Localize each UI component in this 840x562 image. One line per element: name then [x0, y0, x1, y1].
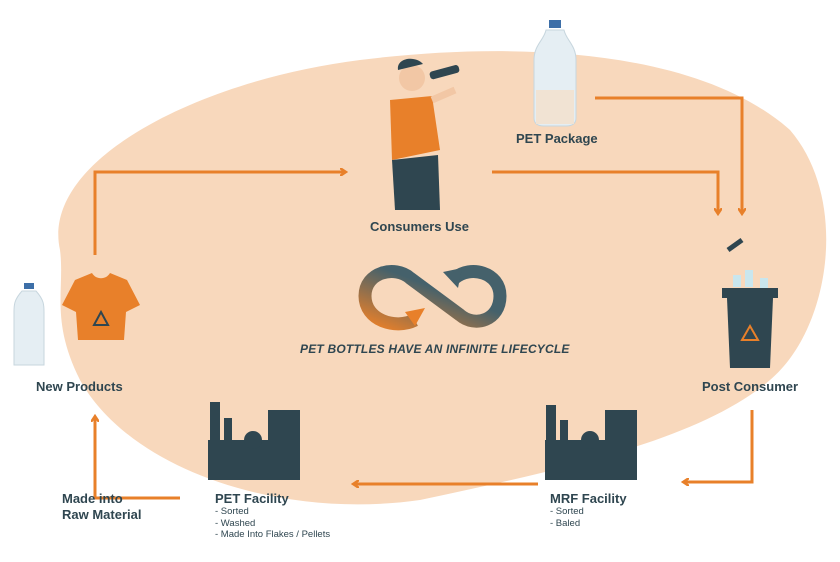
pet-step: - Sorted [215, 506, 249, 517]
raw-material-label: Made into Raw Material [62, 491, 141, 523]
arrow-post-to-mrf [684, 410, 754, 482]
mrf-facility-label: MRF Facility [550, 491, 627, 506]
infinity-icon [358, 265, 507, 331]
pet-package-label: PET Package [516, 131, 598, 146]
mrf-factory-illustration [545, 405, 637, 480]
person-drinking-illustration [390, 58, 460, 210]
pet-step: - Washed [215, 517, 256, 529]
raw-material-line1: Made into [62, 491, 123, 506]
arrow-new-to-consumers [93, 172, 345, 255]
arrow-pet-to-raw [95, 417, 180, 500]
new-products-label: New Products [36, 379, 123, 394]
arrow-package-to-post [595, 96, 742, 213]
pet-facility-label: PET Facility [215, 491, 289, 506]
small-bottle-illustration [13, 283, 45, 366]
consumers-use-label: Consumers Use [370, 219, 469, 234]
pet-step: - Made Into Flakes / Pellets [215, 529, 331, 540]
post-consumer-label: Post Consumer [702, 379, 799, 394]
raw-material-line2: Raw Material [62, 507, 142, 522]
pet-bottle-illustration [533, 20, 577, 127]
mrf-step: - Baled [550, 517, 581, 529]
lifecycle-title: PET BOTTLES HAVE AN INFINITE LIFECYCLE [300, 342, 570, 356]
recycling-bin-illustration [722, 237, 778, 368]
infinity-arrow-orange [405, 308, 425, 326]
infinity-arrow-slate [443, 268, 462, 288]
background-blob [58, 51, 827, 505]
arrow-consumers-to-post [492, 170, 718, 213]
pet-steps: - Sorted - Washed - Made Into Flakes / P… [215, 506, 330, 541]
flow-arrows [93, 96, 754, 500]
mrf-step: - Sorted [550, 506, 584, 517]
mrf-steps: - Sorted - Baled [550, 506, 584, 529]
pet-factory-illustration [208, 402, 300, 480]
tshirt-illustration [62, 273, 140, 340]
